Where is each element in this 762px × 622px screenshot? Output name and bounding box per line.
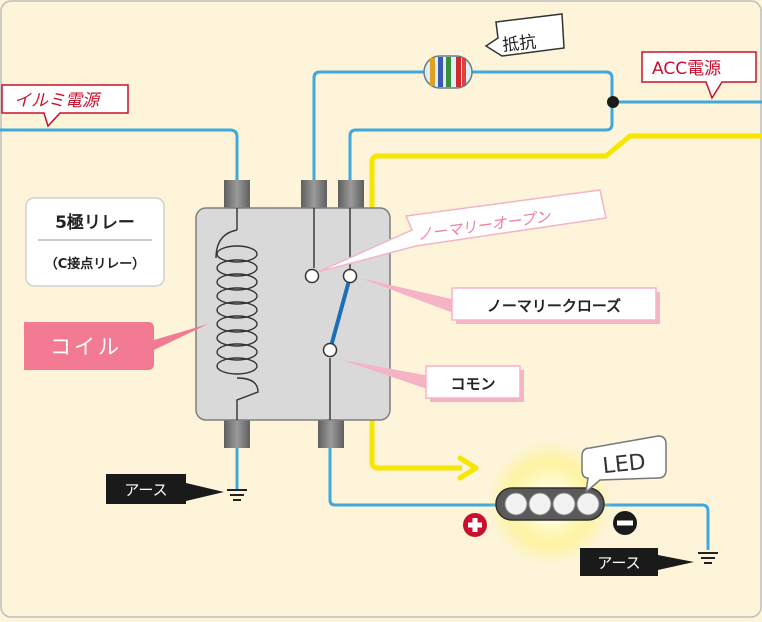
relay-pin-common bbox=[318, 418, 344, 448]
ground-label-right: アース bbox=[580, 548, 694, 576]
led-label: LED bbox=[581, 435, 667, 494]
acc-power-label: ACC電源 bbox=[641, 51, 757, 100]
ground-label-left: アース bbox=[106, 474, 224, 504]
relay-internal-lines bbox=[215, 208, 351, 420]
plus-terminal-icon bbox=[463, 513, 487, 537]
relay-title-box: 5極リレー （C接点リレー） bbox=[25, 197, 165, 287]
relay-pin-coil-bottom bbox=[224, 418, 250, 448]
contact-no-dot bbox=[304, 268, 320, 284]
junction-dot-icon bbox=[607, 96, 619, 108]
coil-label: コイル bbox=[24, 322, 208, 370]
illumi-wire bbox=[0, 128, 239, 180]
resistor-right-wire bbox=[348, 70, 614, 180]
relay-pin-no bbox=[301, 180, 327, 210]
yellow-arrow-icon bbox=[457, 455, 479, 481]
led-ground-wire bbox=[604, 503, 710, 550]
relay-subtitle: （C接点リレー） bbox=[45, 256, 146, 272]
relay-body bbox=[195, 207, 391, 421]
led-icon bbox=[495, 487, 605, 521]
normally-closed-text: ノーマリークローズ bbox=[487, 297, 621, 315]
coil-icon bbox=[216, 245, 258, 375]
ground-icon bbox=[698, 552, 718, 564]
common-text: コモン bbox=[450, 375, 495, 393]
relay-pin-nc bbox=[338, 180, 364, 210]
normally-closed-label: ノーマリークローズ bbox=[360, 278, 660, 324]
led-text: LED bbox=[601, 450, 646, 479]
contact-common-dot bbox=[322, 342, 338, 358]
common-label: コモン bbox=[342, 360, 524, 402]
resistor-text: 抵抗 bbox=[501, 32, 537, 55]
resistor-left-wire bbox=[312, 70, 426, 180]
yellow-wire bbox=[369, 133, 762, 471]
switch-arm bbox=[328, 275, 352, 352]
relay-title: 5極リレー bbox=[55, 212, 135, 233]
ground-left-text: アース bbox=[124, 481, 167, 499]
relay-pin-coil-top bbox=[224, 180, 250, 210]
coil-text: コイル bbox=[50, 335, 122, 359]
common-to-led-wire bbox=[328, 445, 498, 507]
illumi-power-text: イルミ電源 bbox=[14, 91, 102, 111]
minus-terminal-icon bbox=[613, 511, 637, 535]
ground-icon bbox=[227, 489, 247, 501]
resistor-label: 抵抗 bbox=[484, 13, 565, 57]
illumi-power-label: イルミ電源 bbox=[1, 84, 129, 128]
blue-wires bbox=[0, 70, 762, 550]
contact-nc-dot bbox=[342, 268, 358, 284]
ground-right-text: アース bbox=[597, 554, 640, 572]
resistor-icon bbox=[423, 55, 473, 89]
acc-power-text: ACC電源 bbox=[652, 59, 721, 79]
